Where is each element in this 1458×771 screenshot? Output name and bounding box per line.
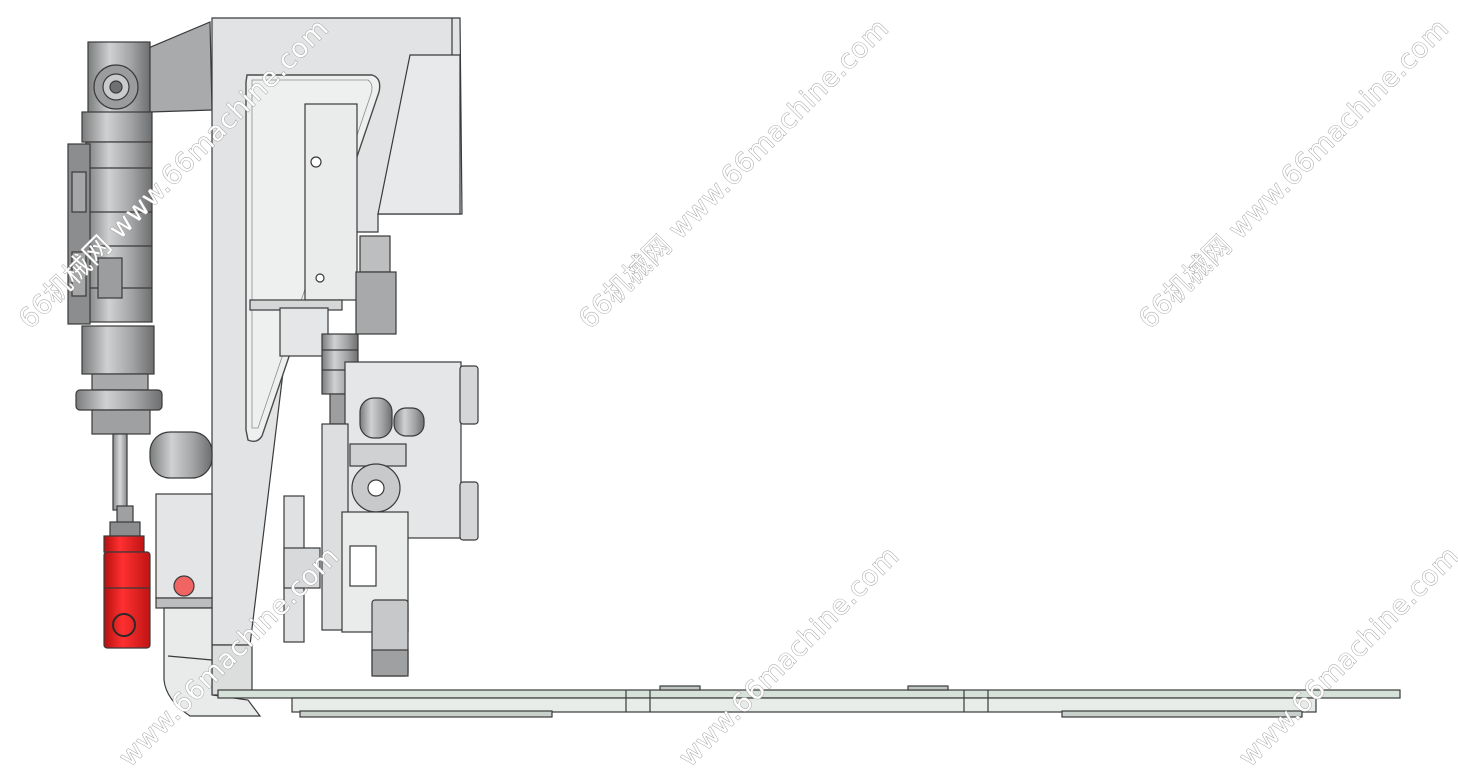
- actuator-assembly: [279, 235, 479, 677]
- cylinder-head-nut: [81, 111, 153, 143]
- watermark-text: 66机械网 www.66machine.com: [1133, 13, 1455, 335]
- rail-main-bar: [291, 697, 1317, 713]
- red-indicator-dot: [173, 575, 195, 597]
- cylinder-rod-nut: [81, 325, 155, 375]
- red-clevis: [103, 551, 151, 649]
- watermark-text: www.66machine.com: [1233, 541, 1458, 771]
- main-frame-plate: [211, 17, 463, 696]
- conveyor-rail: [217, 685, 1401, 718]
- pneumatic-cylinder: [67, 21, 213, 649]
- red-clevis-top: [103, 535, 145, 553]
- cylinder-rod: [112, 433, 128, 511]
- housing-boss-top: [459, 365, 479, 425]
- clevis-pin: [112, 613, 136, 637]
- rail-top-plate: [217, 689, 1401, 699]
- watermark-text: 66机械网 www.66machine.com: [573, 13, 895, 335]
- housing-boss-bottom: [459, 481, 479, 541]
- cylinder-flange: [75, 389, 163, 411]
- left-stop-block: [149, 431, 262, 717]
- watermark-text: www.66machine.com: [673, 541, 905, 771]
- inner-column: [304, 103, 358, 301]
- pivot-pin-inner: [109, 80, 123, 94]
